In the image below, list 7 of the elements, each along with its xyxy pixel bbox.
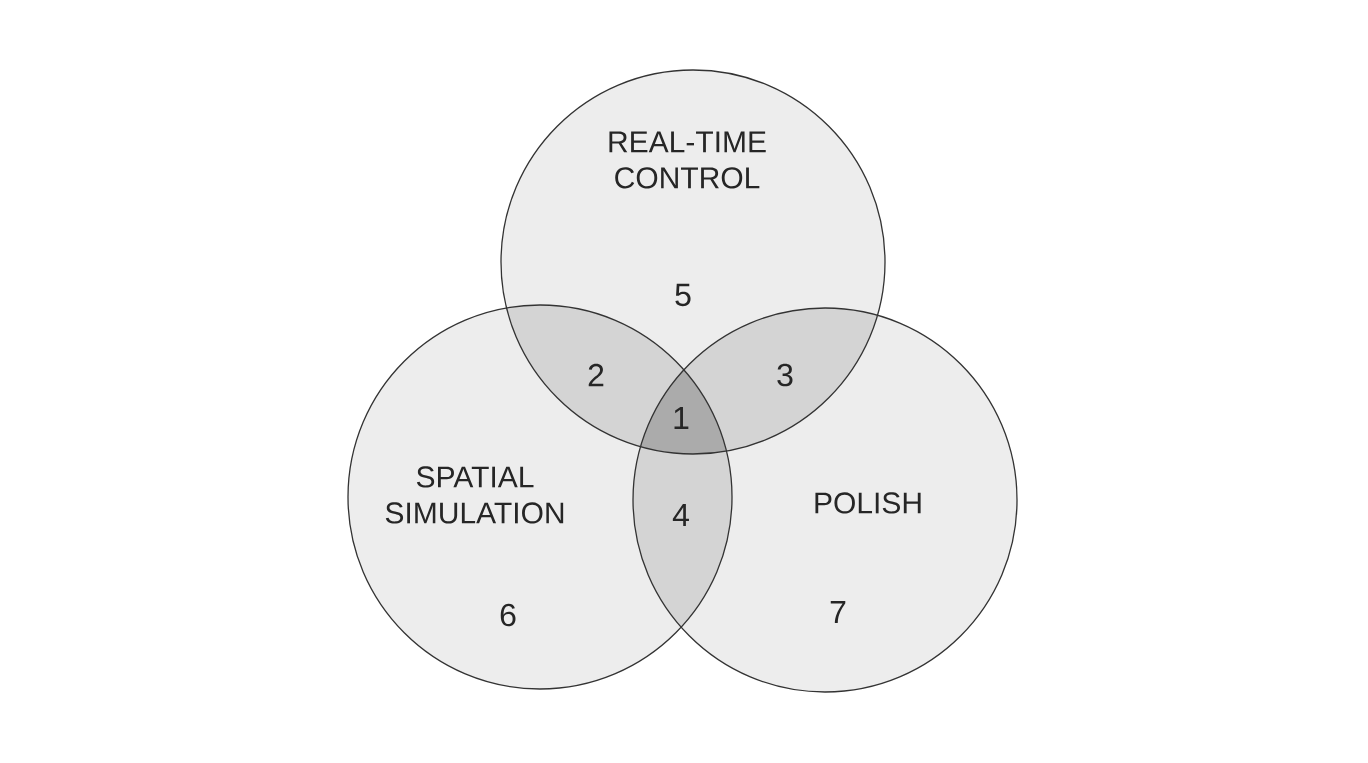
region-number: 3 (777, 363, 793, 387)
region-number: 4 (672, 504, 689, 526)
region-number: 1 (674, 407, 689, 429)
region-number: 6 (500, 603, 516, 627)
region-number: 7 (830, 601, 846, 623)
region-number: 2 (588, 363, 604, 387)
region-number: 5 (675, 283, 691, 307)
